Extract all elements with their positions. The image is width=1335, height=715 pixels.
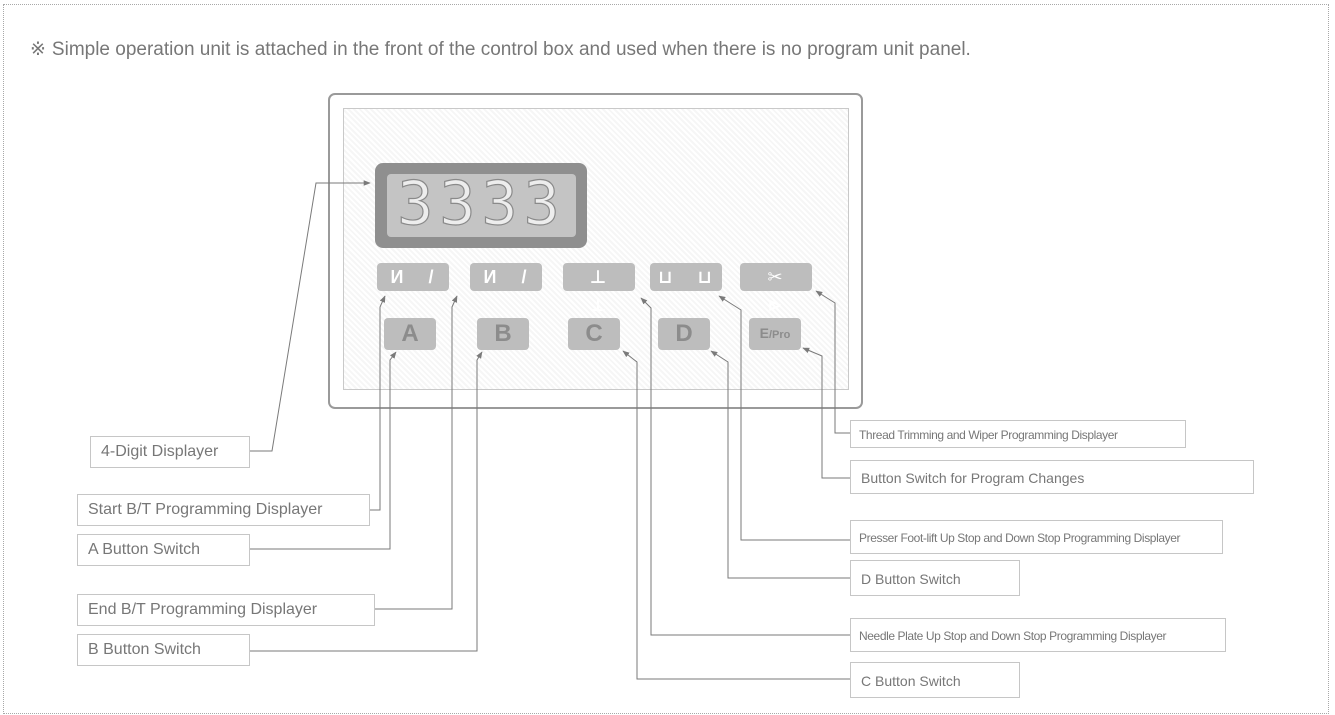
label-presser-foot-displayer: Presser Foot-lift Up Stop and Down Stop …: [850, 520, 1223, 554]
program-change-button-main: E: [759, 325, 769, 341]
display-screen: [387, 174, 576, 237]
label-program-change-switch: Button Switch for Program Changes: [850, 460, 1254, 494]
display-digits: 3333: [397, 169, 566, 239]
start-bt-indicator: И /: [377, 263, 449, 291]
d-button: D: [658, 318, 710, 350]
intro-note-text: Simple operation unit is attached in the…: [51, 39, 971, 60]
label-needle-plate-displayer: Needle Plate Up Stop and Down Stop Progr…: [850, 618, 1226, 652]
label-d-button-switch: D Button Switch: [850, 560, 1020, 596]
label-b-button-switch: B Button Switch: [77, 634, 250, 666]
b-button: B: [477, 318, 529, 350]
label-four-digit-displayer: 4-Digit Displayer: [90, 436, 250, 468]
label-c-button-switch: C Button Switch: [850, 662, 1020, 698]
reference-mark: ※: [30, 39, 46, 60]
needle-plate-indicator: ⊥ ⊥: [563, 263, 635, 315]
program-change-button: E/Pro: [749, 318, 801, 350]
thread-trim-indicator: ✂ ⊳: [740, 263, 812, 315]
c-button: C: [568, 318, 620, 350]
end-bt-indicator: И /: [470, 263, 542, 291]
figure-frame: [3, 4, 1329, 714]
label-end-bt-displayer: End B/T Programming Displayer: [77, 594, 375, 626]
presser-foot-indicator: ⊔ ⊔: [650, 263, 722, 291]
label-a-button-switch: A Button Switch: [77, 534, 250, 566]
label-start-bt-displayer: Start B/T Programming Displayer: [77, 494, 370, 526]
a-button: A: [384, 318, 436, 350]
program-change-button-sub: /Pro: [768, 329, 791, 341]
label-thread-trimming-displayer: Thread Trimming and Wiper Programming Di…: [850, 420, 1186, 448]
intro-note: ※Simple operation unit is attached in th…: [30, 38, 971, 61]
